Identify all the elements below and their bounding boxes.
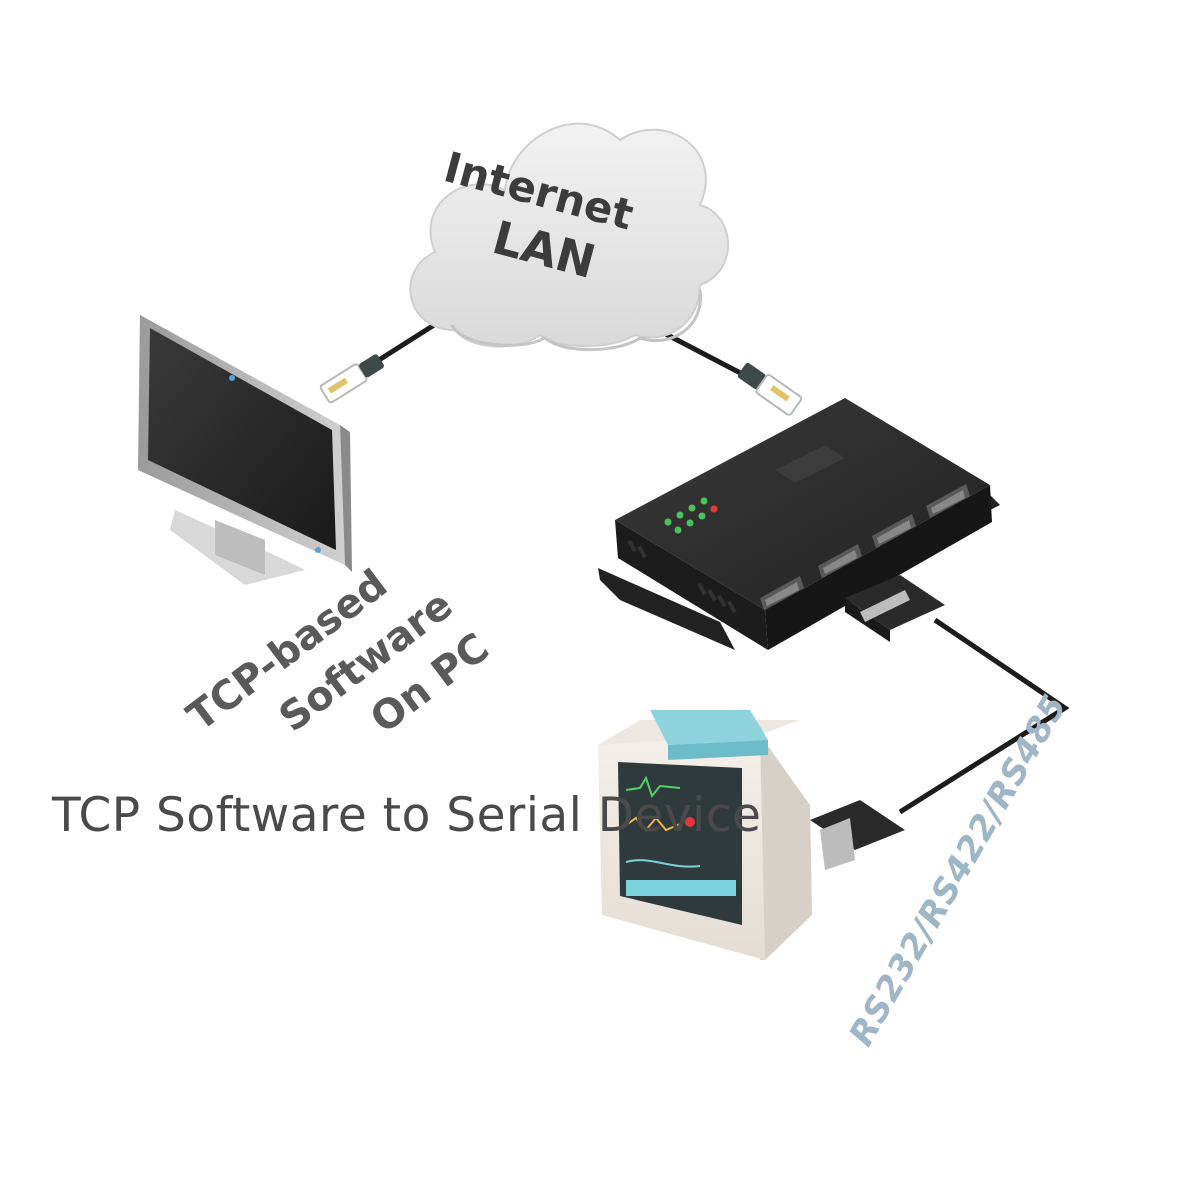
cloud-icon: Internet LAN [409, 122, 730, 352]
diagram-caption: TCP Software to Serial Device [52, 788, 762, 843]
serial-device-server-icon [598, 398, 1000, 650]
patient-monitor-icon [598, 710, 812, 960]
rj45-connector-pc-icon [319, 354, 384, 404]
db9-plug-icon [845, 575, 945, 642]
db9-port-3-icon [872, 514, 916, 548]
pc-monitor-icon [138, 315, 352, 585]
db9-plug-monitor-icon [810, 800, 905, 870]
db9-port-1-icon [760, 576, 804, 610]
rj45-connector-server-icon [737, 362, 803, 416]
status-leds [664, 497, 718, 534]
serial-cable [898, 617, 1070, 815]
db9-port-4-icon [926, 484, 970, 518]
db9-port-2-icon [818, 544, 862, 578]
